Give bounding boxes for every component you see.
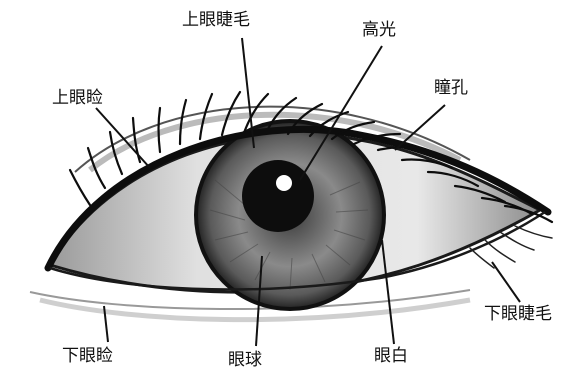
pupil-shape bbox=[242, 160, 314, 232]
label-sclera: 眼白 bbox=[374, 348, 408, 365]
label-lower-eyelid: 下眼睑 bbox=[62, 348, 113, 365]
label-highlight: 高光 bbox=[362, 22, 396, 39]
label-lower-eyelashes: 下眼睫毛 bbox=[484, 306, 552, 323]
highlight-shape bbox=[276, 175, 292, 191]
label-upper-eyelashes: 上眼睫毛 bbox=[182, 12, 250, 29]
label-eyeball: 眼球 bbox=[228, 352, 262, 369]
label-upper-eyelid: 上眼睑 bbox=[52, 90, 103, 107]
leader-lower-eyelashes bbox=[492, 262, 520, 302]
label-pupil: 瞳孔 bbox=[434, 80, 468, 97]
